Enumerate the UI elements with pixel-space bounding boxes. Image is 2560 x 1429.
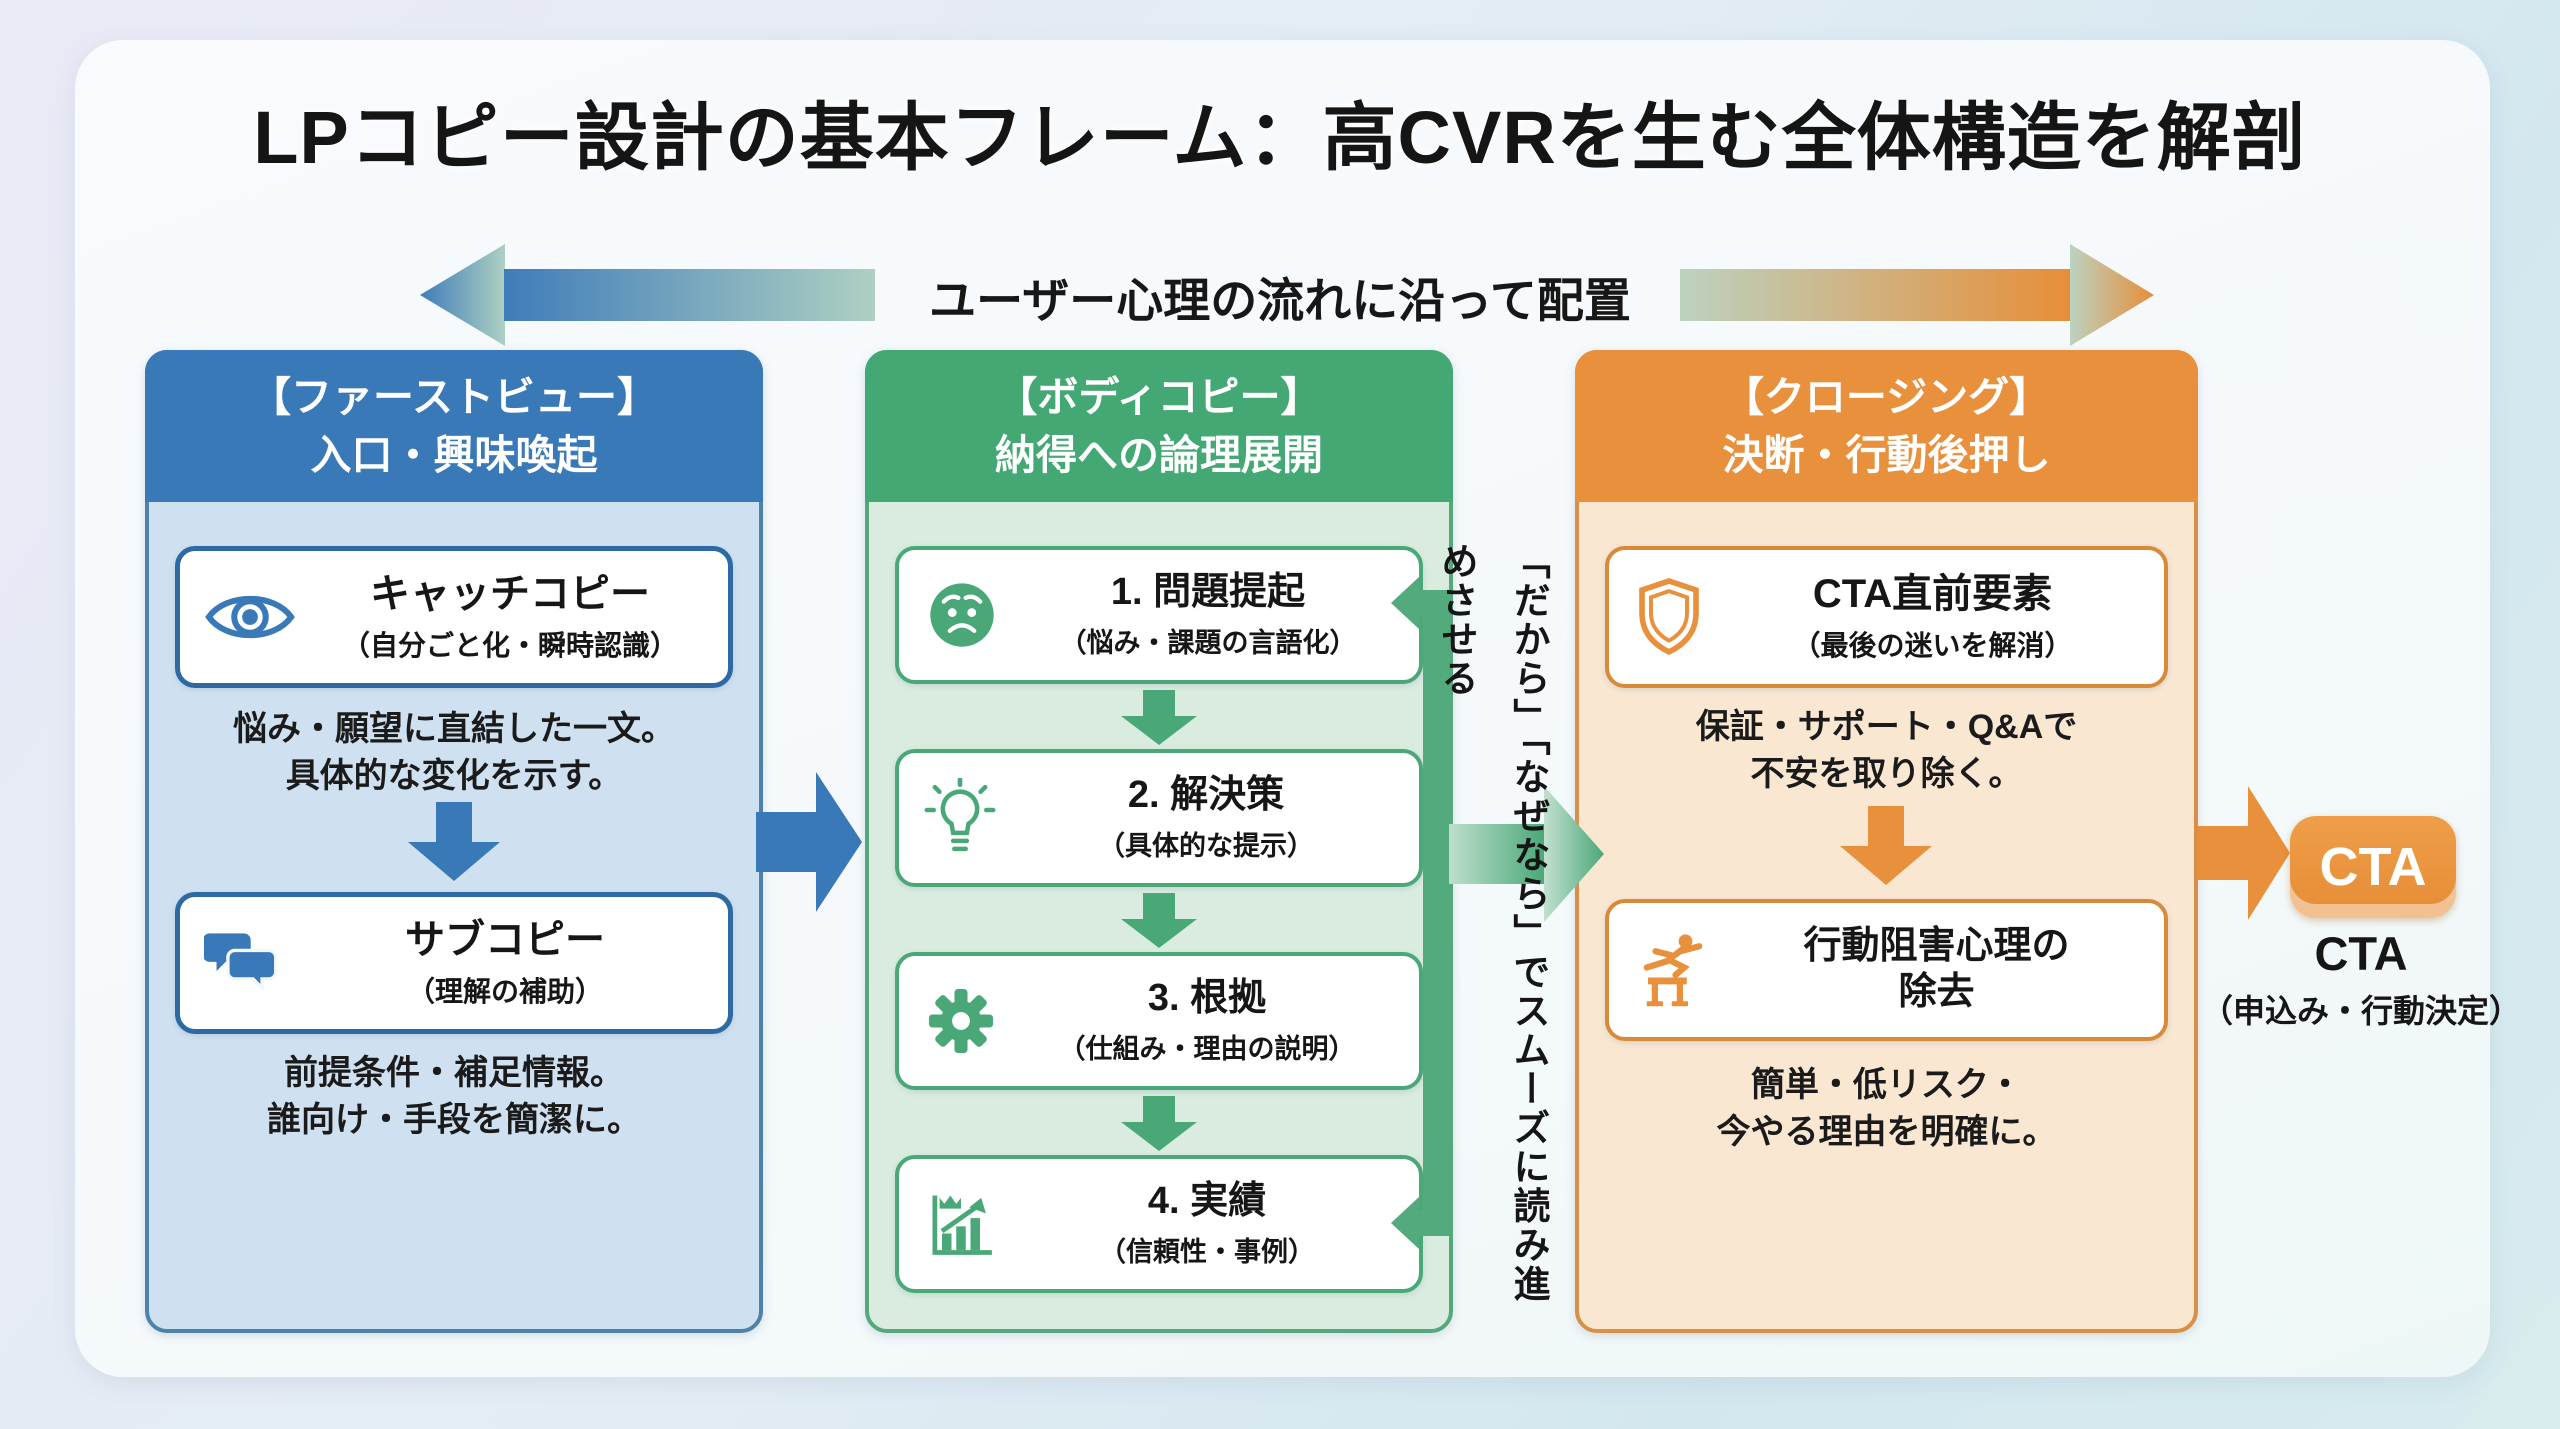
body-copy-section: 【ボディコピー】 納得への論理展開 1. 問題提起 （悩み・課題の言語化） (865, 350, 1453, 1333)
step-problem-title: 1. 問題提起 (1110, 570, 1306, 613)
body-copy-header: 【ボディコピー】 納得への論理展開 (865, 350, 1453, 502)
catch-copy-note-line2: 具体的な変化を示す。 (285, 756, 623, 795)
barrier-removal-note-line1: 簡単・低リスク・ (1750, 1066, 2023, 1104)
catch-copy-title: キャッチコピー (370, 572, 650, 616)
flow-arrow-right-icon (1680, 244, 2154, 346)
first-view-section: 【ファーストビュー】 入口・興味喚起 キャッチコピー （自分ごと化・瞬時認識） … (145, 350, 763, 1333)
shield-icon (1633, 577, 1705, 657)
pre-cta-title: CTA直前要素 (1812, 572, 2053, 616)
pre-cta-note-line2: 不安を取り除く。 (1750, 754, 2023, 793)
step-solution-subtitle: （具体的な提示） (1098, 831, 1314, 862)
pre-cta-note: 保証・サポート・Q&Aで 不安を取り除く。 (1579, 704, 2194, 798)
flow-arrow-left-icon (420, 244, 875, 346)
step-solution-title: 2. 解決策 (1127, 773, 1285, 816)
step-card-problem: 1. 問題提起 （悩み・課題の言語化） (895, 546, 1423, 684)
eye-icon (204, 585, 296, 649)
step-card-evidence: 3. 根拠 （仕組み・理由の説明） (895, 952, 1423, 1090)
pre-cta-card: CTA直前要素 （最後の迷いを解消） (1605, 546, 2168, 688)
catch-copy-note-line1: 悩み・願望に直結した一文。 (233, 710, 675, 748)
hurdler-icon (1633, 930, 1713, 1010)
down-arrow-icon (408, 802, 500, 881)
lightbulb-icon (923, 778, 997, 858)
catch-copy-note: 悩み・願望に直結した一文。 具体的な変化を示す。 (149, 706, 759, 800)
step-problem-subtitle: （悩み・課題の言語化） (1059, 628, 1357, 659)
catch-copy-subtitle: （自分ごと化・瞬時認識） (341, 630, 678, 661)
sub-copy-card: サブコピー （理解の補助） (175, 892, 733, 1034)
cta-caption-sub: （申込み・行動決定） (2200, 993, 2521, 1029)
cta-caption: CTA (2314, 927, 2408, 980)
down-arrow-icon (1121, 690, 1197, 745)
down-arrow-icon (1840, 806, 1932, 885)
sub-copy-note-line1: 前提条件・補足情報。 (284, 1054, 624, 1092)
first-view-header: 【ファーストビュー】 入口・興味喚起 (145, 350, 763, 502)
body-copy-header-line1: 【ボディコピー】 (996, 373, 1322, 420)
step-results-subtitle: （信頼性・事例） (1099, 1237, 1315, 1268)
step-evidence-title: 3. 根拠 (1147, 976, 1267, 1019)
sub-copy-note-line2: 誰向け・手段を簡潔に。 (267, 1100, 641, 1139)
barrier-removal-title-line1: 行動阻害心理の (1803, 925, 2070, 968)
sub-copy-note: 前提条件・補足情報。 誰向け・手段を簡潔に。 (149, 1050, 759, 1144)
closing-header-line2: 決断・行動後押し (1722, 432, 2051, 478)
loop-bracket-icon (1391, 577, 1449, 1249)
down-arrow-icon (1121, 893, 1197, 948)
loop-note: 「だから」「なぜなら」でスムーズに読み進めさせる (1436, 542, 1549, 1304)
barrier-removal-note: 簡単・低リスク・ 今やる理由を明確に。 (1579, 1062, 2194, 1156)
flow-label: ユーザー心理の流れに沿って配置 (929, 274, 1631, 327)
closing-header: 【クロージング】 決断・行動後押し (1575, 350, 2198, 502)
chat-bubbles-icon (204, 926, 286, 1000)
closing-section: 【クロージング】 決断・行動後押し CTA直前要素 （最後の迷いを解消） 保証・… (1575, 350, 2198, 1333)
step-card-solution: 2. 解決策 （具体的な提示） (895, 749, 1423, 887)
chart-crown-icon (923, 1186, 999, 1262)
down-arrow-icon (1121, 1096, 1197, 1151)
closing-header-line1: 【クロージング】 (1722, 373, 2051, 420)
pre-cta-note-line1: 保証・サポート・Q&Aで (1695, 708, 2078, 746)
catch-copy-card: キャッチコピー （自分ごと化・瞬時認識） (175, 546, 733, 688)
page-title: LPコピー設計の基本フレーム：高CVRを生む全体構造を解剖 (253, 96, 2307, 179)
flow-arrow-to-closing-icon (1446, 786, 1604, 922)
cta-button: CTA (2290, 816, 2456, 918)
step-card-results: 4. 実績 （信頼性・事例） (895, 1155, 1423, 1293)
pre-cta-subtitle: （最後の迷いを解消） (1792, 630, 2073, 661)
first-view-header-line2: 入口・興味喚起 (310, 432, 598, 478)
gear-icon (923, 983, 999, 1059)
step-results-title: 4. 実績 (1147, 1179, 1267, 1222)
barrier-removal-card: 行動阻害心理の 除去 (1605, 899, 2168, 1041)
sub-copy-title: サブコピー (405, 918, 605, 962)
first-view-header-line1: 【ファーストビュー】 (250, 373, 658, 420)
flow-arrow-to-cta-icon (2198, 786, 2290, 920)
barrier-removal-note-line2: 今やる理由を明確に。 (1716, 1112, 2057, 1151)
flow-arrow-to-body-icon (756, 772, 862, 912)
body-copy-header-line2: 納得への論理展開 (995, 432, 1323, 478)
barrier-removal-title-line2: 除去 (1898, 971, 1975, 1013)
sub-copy-subtitle: （理解の補助） (406, 976, 603, 1007)
worried-face-icon (923, 576, 1001, 654)
step-evidence-subtitle: （仕組み・理由の説明） (1058, 1034, 1356, 1065)
